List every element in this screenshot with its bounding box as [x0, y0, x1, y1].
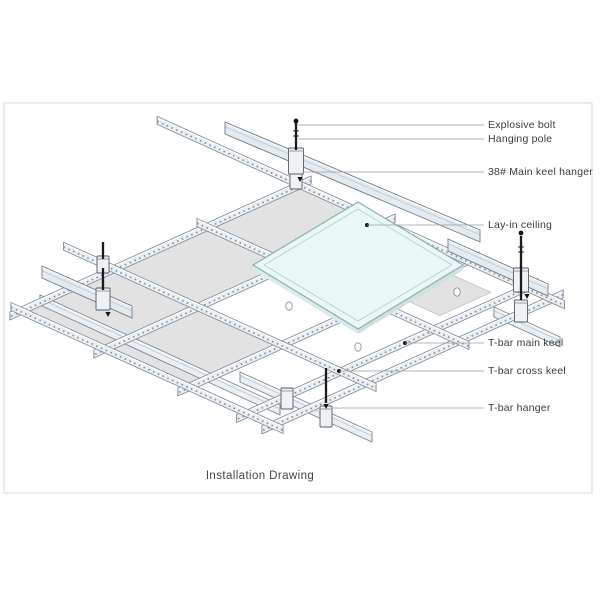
- bar-highlight: [9, 176, 312, 314]
- lay-in-panel-face: [251, 201, 465, 330]
- oval-hole-marker: [354, 342, 362, 352]
- oval-hole-marker: [453, 287, 461, 297]
- bar-flange: [224, 126, 481, 236]
- drawing-border-frame: [3, 102, 593, 494]
- label-hanging-pole: Hanging pole: [488, 132, 553, 145]
- down-arrow-marker: [105, 312, 111, 317]
- label-t-bar-cross-keel: T-bar cross keel: [488, 364, 566, 377]
- bar-highlight: [261, 290, 564, 428]
- label-38-main-keel-hanger: 38# Main keel hanger: [488, 165, 593, 178]
- lay-in-panel-inner-line: [263, 208, 453, 322]
- bar-highlight: [239, 372, 373, 434]
- lay-in-panel-edge: [358, 265, 463, 334]
- label-lay-in-ceiling: Lay-in ceiling: [488, 218, 553, 231]
- oval-hole-marker: [285, 301, 293, 311]
- hangers-group: [95, 118, 530, 428]
- explosive-bolt-head: [293, 118, 299, 124]
- bar-highlight: [10, 303, 284, 428]
- leader-lines-group: [298, 124, 484, 409]
- down-arrow-marker: [323, 404, 329, 409]
- border-frame: [3, 102, 593, 494]
- bar-highlight: [41, 266, 133, 308]
- tbar-grid-group: [9, 115, 565, 435]
- zero-hole-markers: [285, 287, 461, 352]
- hanger-bracket: [288, 147, 304, 175]
- bar-flange: [447, 243, 549, 290]
- label-t-bar-hanger: T-bar hanger: [488, 401, 551, 414]
- drawing-caption: Installation Drawing: [205, 470, 315, 482]
- down-arrow-marker: [297, 177, 303, 182]
- bar-highlight: [63, 242, 377, 386]
- hanger-bracket: [280, 387, 294, 410]
- bar-flange: [41, 270, 133, 312]
- bar-highlight: [224, 122, 481, 232]
- explosive-bolt-head: [518, 230, 524, 236]
- bar-highlight: [39, 295, 281, 407]
- label-explosive-bolt: Explosive bolt: [488, 118, 556, 131]
- bar-highlight: [447, 239, 549, 286]
- label-t-bar-main-keel: T-bar main keel: [488, 336, 564, 349]
- lay-in-panel: [251, 201, 465, 334]
- bar-highlight: [493, 307, 561, 339]
- down-arrow-marker: [524, 294, 530, 299]
- lay-in-panel-edge: [253, 265, 358, 334]
- bar-flange: [39, 298, 281, 410]
